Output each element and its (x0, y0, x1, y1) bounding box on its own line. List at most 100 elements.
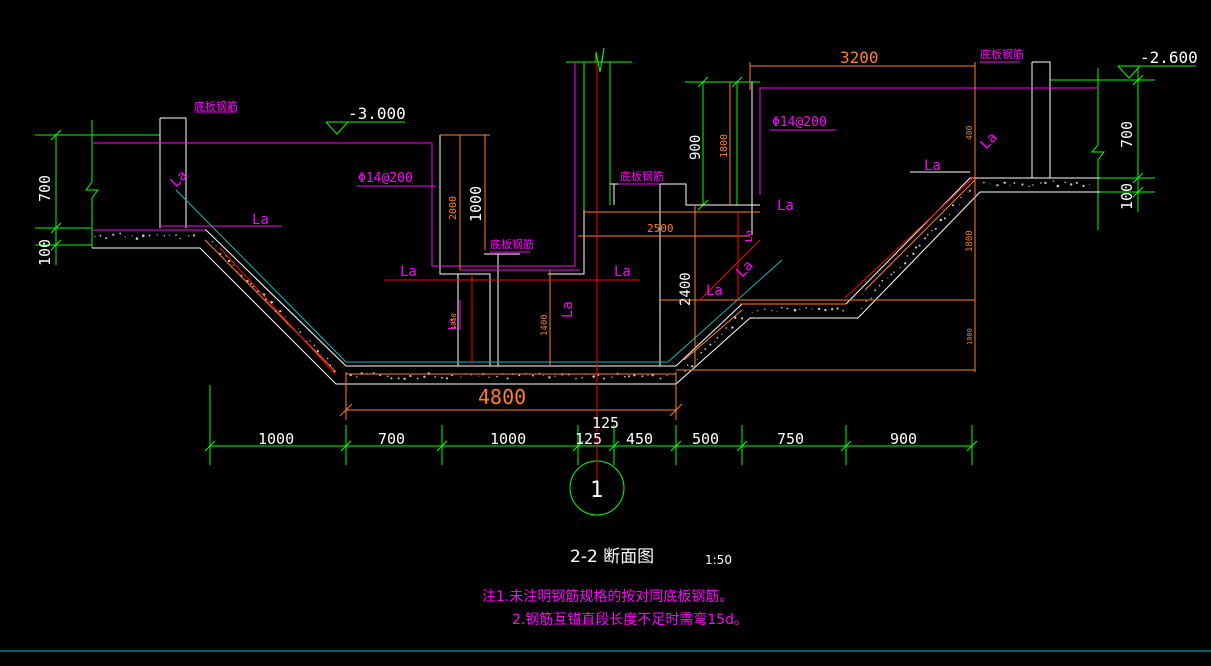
hatch-dot (309, 340, 311, 342)
hatch-dot (548, 376, 551, 379)
hatch-dot (906, 255, 908, 257)
hatch-dot (870, 297, 872, 299)
hatch-dot (949, 214, 951, 216)
hatch-dot (156, 234, 158, 236)
dim-1800a: 1800 (719, 134, 730, 158)
hatch-dot (659, 377, 662, 380)
hatch-dot (931, 229, 933, 232)
hatch-dot (633, 374, 636, 377)
hatch-dot (691, 365, 694, 368)
hatch-dot (250, 282, 253, 285)
dim-2000: 2000 (448, 196, 459, 220)
hatch-dot (721, 333, 723, 335)
hatch-dot (1064, 181, 1066, 184)
drawing-scale: 1:50 (705, 553, 732, 567)
hatch-dot (716, 336, 719, 339)
hatch-dot (924, 237, 926, 240)
hatch-dot (525, 372, 527, 374)
hatch-dot (811, 308, 813, 310)
hatch-dot (709, 343, 712, 346)
la-label: La (168, 168, 191, 191)
hatch-dot (105, 237, 108, 240)
dim-text: 500 (692, 430, 719, 448)
bottom-rebar-label-wall: 底板钢筋 (620, 169, 664, 183)
dim-4800: 4800 (478, 385, 526, 409)
hatch-dot (445, 377, 449, 380)
hatch-dot (285, 315, 287, 317)
hatch-dot (666, 375, 668, 377)
dim-1800b: 1800 (965, 230, 975, 252)
hatch-dot (215, 245, 217, 247)
dim-text: 125 (575, 430, 602, 448)
hatch-dot (297, 328, 299, 330)
hatch-dot (824, 308, 827, 312)
hatch-dot (1040, 182, 1042, 184)
hatch-dot (148, 234, 151, 237)
dim-right-700: 700 (1118, 121, 1136, 148)
bottom-dimension-texts: 1000 700 1000 125 450 500 750 900 (258, 430, 917, 448)
hatch-dot (647, 374, 649, 376)
hatch-dot (112, 233, 115, 236)
la-label: La (734, 258, 757, 281)
la-label: La (252, 212, 269, 228)
hatch-dot (696, 358, 698, 360)
dim-text: 450 (626, 430, 653, 448)
hatch-dot (423, 375, 426, 378)
hatch-dot (211, 241, 214, 243)
hatch-dot (641, 375, 644, 378)
hatch-dot (967, 191, 969, 193)
hatch-dot (554, 375, 556, 377)
hatch-dot (451, 374, 453, 377)
hatch-dot (488, 376, 490, 379)
vertical-dimension-texts: 2000 1000 2400 900 1800 1800 1400 400 10… (448, 125, 975, 345)
hatch-dot (899, 267, 901, 269)
hatch-dot (232, 264, 234, 266)
hatch-dot (1013, 182, 1016, 184)
hatch-dot (592, 375, 595, 378)
la-label: La (706, 283, 723, 299)
hatch-dot (270, 300, 273, 304)
hatch-dot (321, 354, 323, 356)
hatch-dot (193, 234, 196, 237)
hatch-dot (188, 235, 190, 237)
hatch-dot (771, 310, 773, 312)
structure-outline (92, 61, 1100, 385)
hatch-dot (996, 184, 999, 187)
dim-left-100: 100 (36, 239, 54, 266)
hatch-dot (700, 351, 703, 354)
dim-2400: 2400 (678, 272, 694, 306)
centerline-and-anchors (219, 62, 976, 480)
hatch-dot (781, 306, 783, 309)
hatch-dot (460, 376, 462, 378)
hatch-dot (124, 236, 126, 238)
hatch-dot (725, 327, 728, 329)
elevation-right: -2.600 (1140, 48, 1198, 67)
hatch-dot (1009, 184, 1011, 186)
hatch-dot (805, 307, 807, 309)
hatch-dot (918, 244, 921, 247)
dim-2500: 2500 (647, 222, 674, 235)
hatch-dot (763, 308, 766, 310)
hatch-dot (119, 232, 122, 235)
bottom-rebar-label-left: 底板钢筋 (194, 99, 238, 113)
dim-1000r: 1000 (966, 328, 974, 345)
hatch-dot (390, 377, 393, 380)
dim-text: 700 (378, 430, 405, 448)
dim-900: 900 (688, 135, 704, 160)
hatch-dot (958, 204, 960, 206)
hatch-dot (951, 204, 955, 207)
hatch-dot (757, 310, 759, 312)
hatch-dot (1056, 184, 1060, 188)
dim-400: 400 (965, 125, 974, 140)
hatch-dot (409, 374, 412, 378)
hatch-dot (714, 341, 716, 343)
hatch-dot (793, 308, 797, 312)
hatch-dot (471, 374, 473, 376)
elevation-markers (325, 65, 1196, 135)
hatch-dot (989, 183, 991, 185)
rebar-lines (92, 61, 1098, 330)
hatch-dot (731, 326, 734, 329)
la-label: La (447, 318, 458, 330)
hatch-dot (861, 307, 863, 309)
